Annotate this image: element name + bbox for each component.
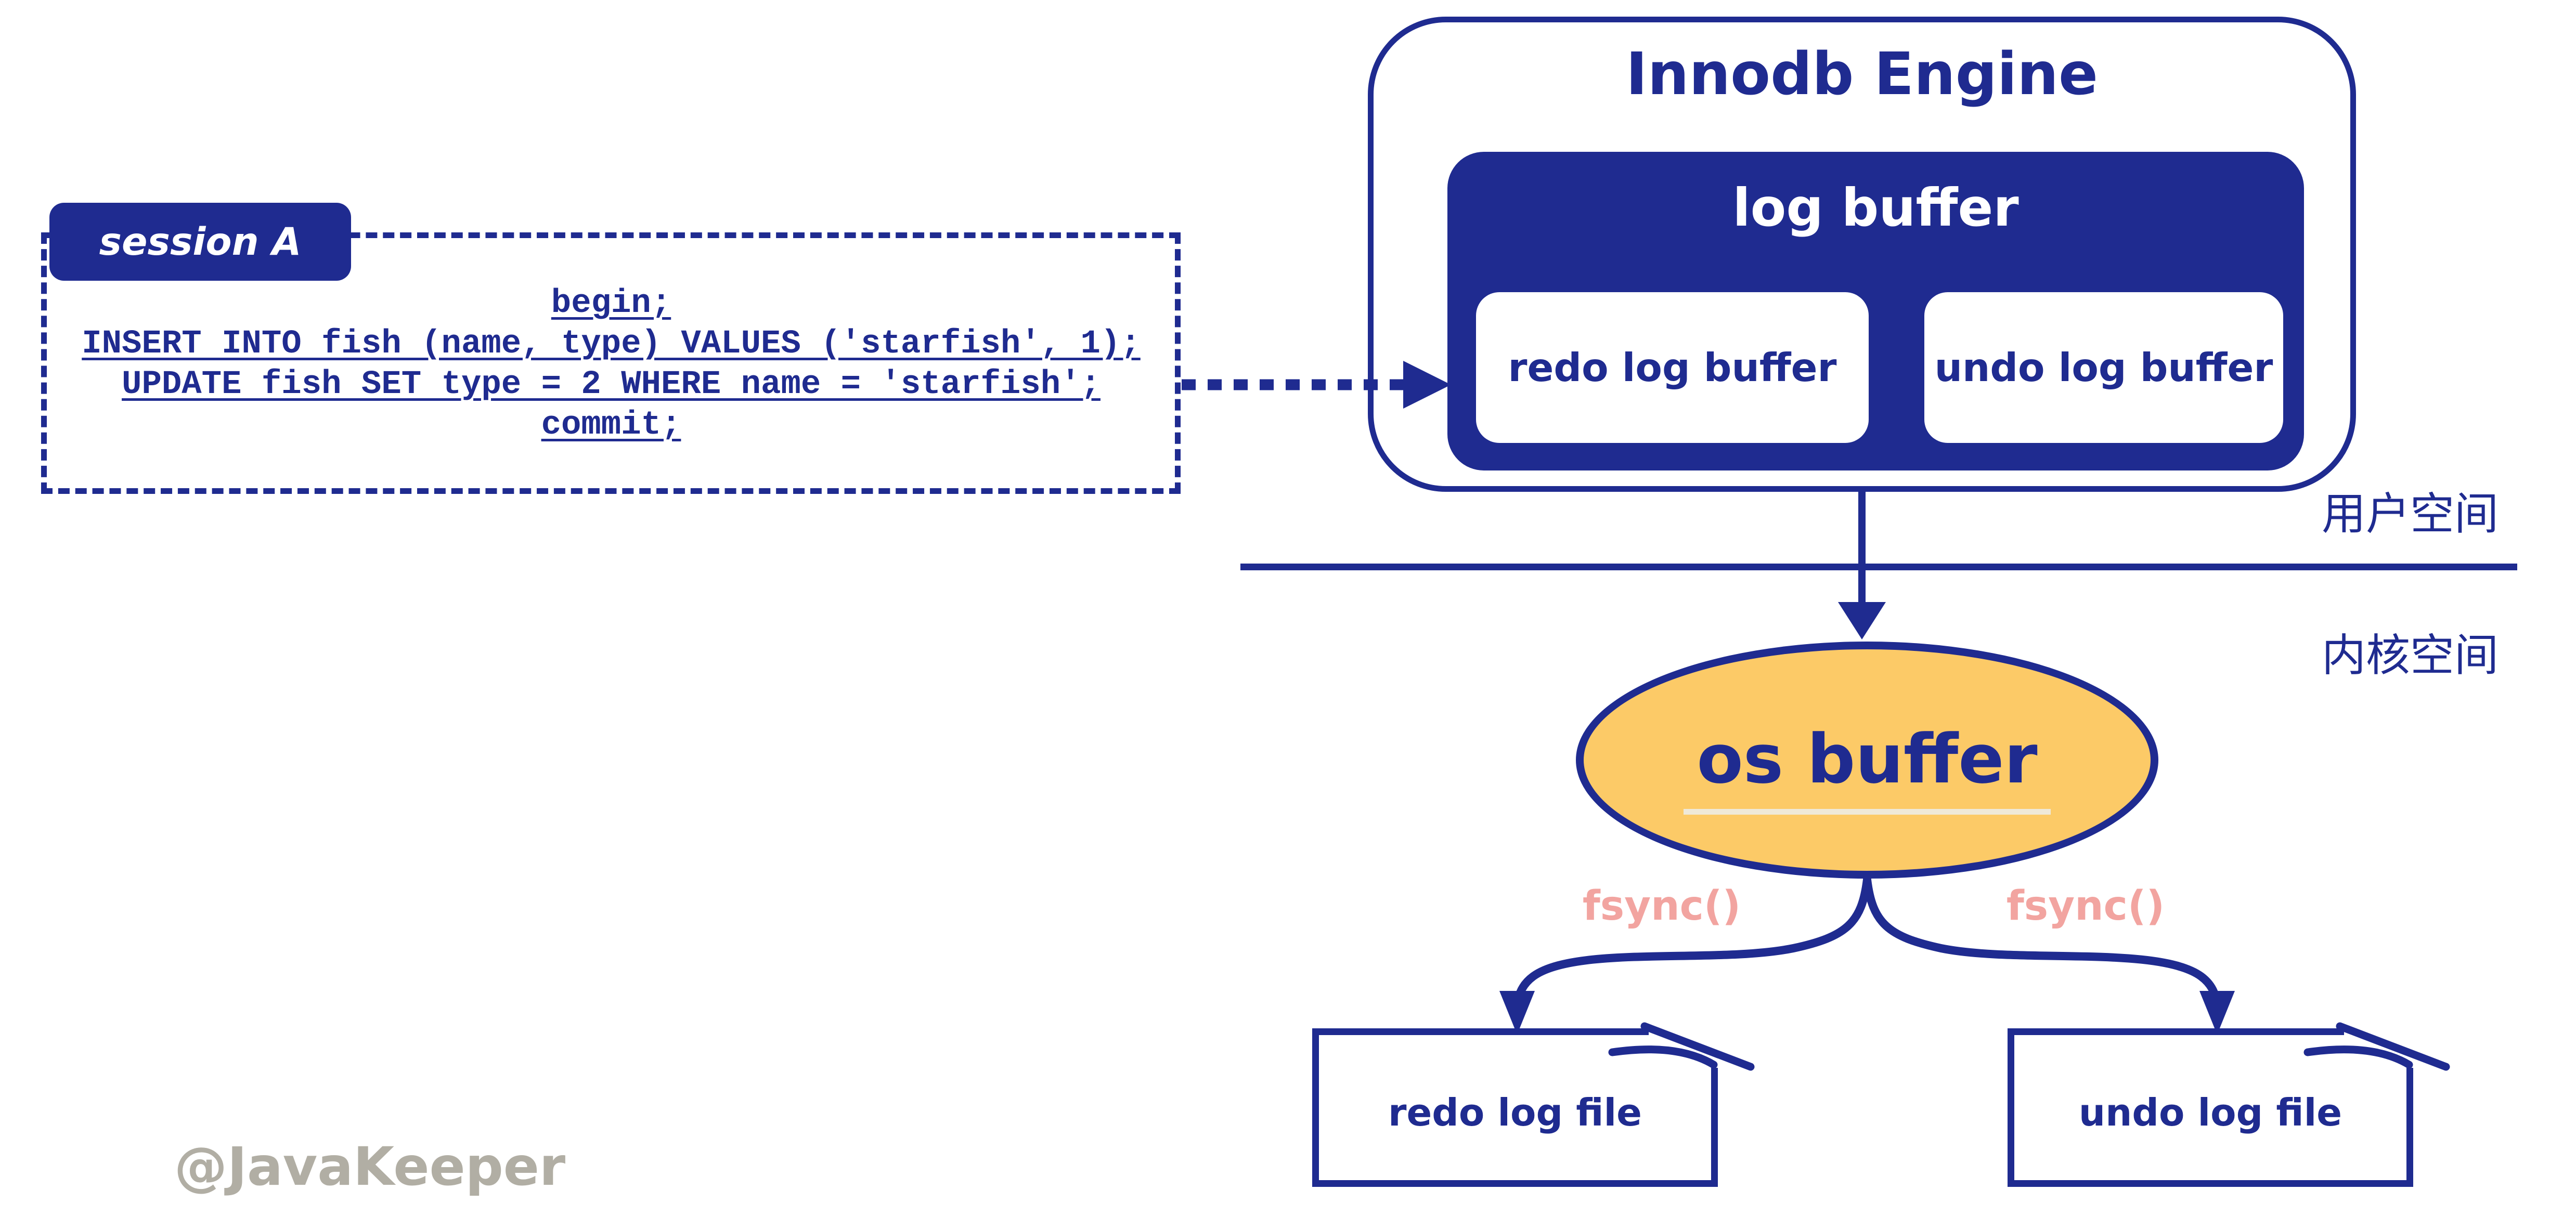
session-a-tag: session A	[49, 203, 351, 281]
sql-line-begin: begin;	[551, 285, 671, 322]
space-divider-line	[1240, 564, 2517, 570]
redo-log-buffer-box: redo log buffer	[1476, 292, 1869, 443]
sql-line-commit: commit;	[541, 407, 681, 444]
os-buffer-label: os buffer	[1697, 720, 2038, 799]
fsync-right-label: fsync()	[2006, 883, 2165, 930]
undo-log-buffer-box: undo log buffer	[1924, 292, 2283, 443]
undo-log-buffer-label: undo log buffer	[1934, 345, 2273, 390]
watermark: @JavaKeeper	[174, 1136, 566, 1198]
redo-log-buffer-label: redo log buffer	[1508, 345, 1837, 390]
session-a-label: session A	[99, 219, 302, 264]
log-buffer-title: log buffer	[1732, 177, 2019, 238]
redo-log-file-label: redo log file	[1388, 1091, 1642, 1134]
session-dashed-box	[41, 232, 1181, 494]
sql-line-insert: INSERT INTO fish (name, type) VALUES ('s…	[82, 325, 1141, 363]
os-buffer-underline	[1684, 809, 2051, 815]
user-space-label: 用户空间	[2321, 489, 2499, 540]
sql-statements: begin; INSERT INTO fish (name, type) VAL…	[47, 283, 1175, 446]
fsync-left-label: fsync()	[1582, 883, 1741, 930]
sql-line-update: UPDATE fish SET type = 2 WHERE name = 's…	[122, 366, 1101, 403]
undo-log-file-label: undo log file	[2078, 1091, 2342, 1134]
kernel-space-label: 内核空间	[2321, 630, 2499, 682]
innodb-engine-title: Innodb Engine	[1626, 41, 2098, 108]
